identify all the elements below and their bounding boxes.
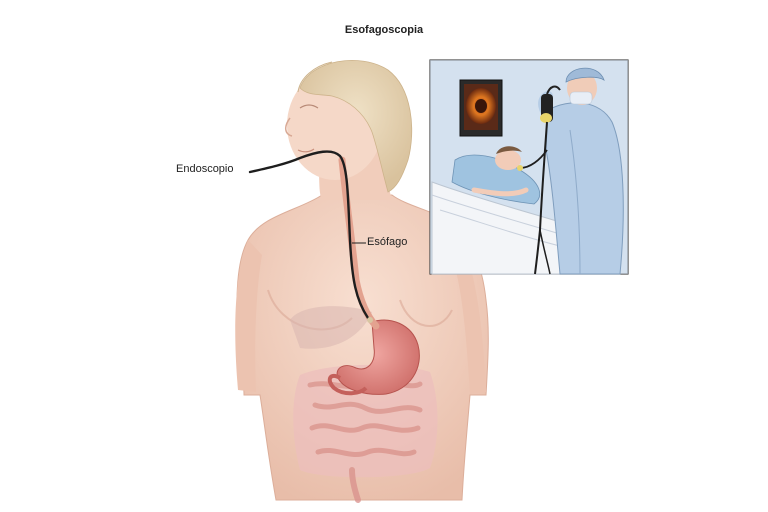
esophagus (338, 156, 380, 330)
doctor-cap (565, 67, 605, 83)
liver (290, 306, 372, 349)
patient-hair (496, 146, 522, 154)
hair (299, 59, 413, 193)
intestines (293, 364, 438, 503)
inset-procedure-scene (429, 59, 629, 275)
eye (299, 104, 319, 109)
left-arm (235, 240, 262, 392)
figure-title: Esofagoscopia (344, 24, 424, 36)
endoscope-tip (367, 317, 373, 323)
nose (285, 117, 293, 137)
esophagus-label: Esófago (367, 236, 408, 248)
duodenum (327, 373, 368, 396)
endoscope-tube (248, 150, 370, 320)
doctor-gown (545, 102, 624, 275)
patient-head (495, 150, 521, 170)
mouth (297, 148, 315, 153)
inset-endoscope-cable (534, 121, 548, 275)
patient-arm (471, 187, 529, 197)
doctor-mask (569, 91, 593, 105)
endoscope-label: Endoscopio (176, 163, 234, 175)
